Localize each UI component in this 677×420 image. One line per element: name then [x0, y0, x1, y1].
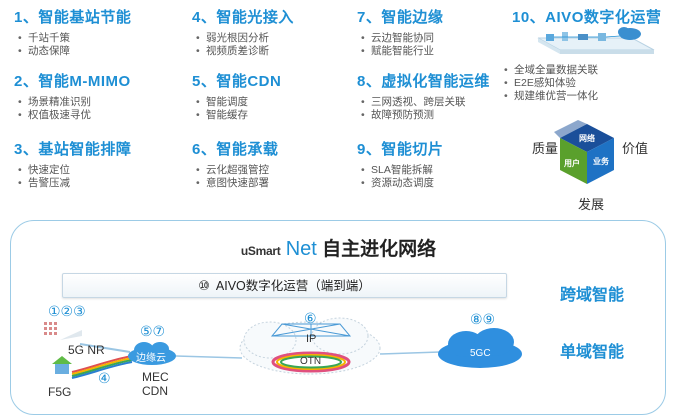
cube-label-value: 价值 — [622, 141, 649, 156]
section-8: 8、虚拟化智能运维 三网透视、跨层关联 故障预防预测 — [357, 70, 490, 122]
num-4: ④ — [98, 370, 111, 386]
cube-label-quality: 质量 — [532, 141, 559, 156]
list-item: 千站千策 — [14, 32, 131, 45]
panel-title-net: Net — [285, 238, 317, 260]
panel-title: uSmart Net 自主进化网络 — [0, 234, 677, 261]
list-item: 智能缓存 — [192, 109, 281, 122]
list-item: 视频质差诊断 — [192, 45, 294, 58]
cube-label-development: 发展 — [578, 197, 605, 212]
aivo-bar-number: ⑩ — [198, 278, 210, 293]
section-10: 10、AIVO数字化运营 — [512, 6, 661, 27]
list-item: 意图快速部署 — [192, 177, 278, 190]
section-title: 6、智能承载 — [192, 141, 279, 158]
otn-ring-icon — [271, 351, 351, 373]
list-item: 资源动态调度 — [357, 177, 443, 190]
cube-face-service: 业务 — [593, 156, 610, 166]
section-3: 3、基站智能排障 快速定位 告警压减 — [14, 138, 131, 190]
autonomous-network-panel — [10, 220, 666, 415]
list-item: 云化超强管控 — [192, 164, 278, 177]
cross-domain-label: 跨域智能 — [560, 287, 625, 304]
home-icon — [52, 356, 72, 374]
list-item: 弱光根因分析 — [192, 32, 294, 45]
section-2: 2、智能M-MIMO 场景精准识别 权值极速寻优 — [14, 70, 131, 122]
ip-mesh-icon — [270, 323, 352, 337]
list-item: 权值极速寻优 — [14, 109, 131, 122]
list-item: 告警压减 — [14, 177, 131, 190]
section-title: 4、智能光接入 — [192, 9, 294, 26]
label-ip: IP — [306, 333, 317, 345]
list-item: 规建维优营一体化 — [500, 90, 598, 103]
single-domain-label: 单域智能 — [560, 344, 625, 361]
aivo-platform-illustration — [537, 27, 655, 54]
label-5gc: 5GC — [470, 348, 491, 359]
section-title: 1、智能基站节能 — [14, 9, 132, 26]
section-title: 9、智能切片 — [357, 141, 444, 158]
panel-title-text: 自主进化网络 — [322, 239, 437, 260]
list-item: SLA智能拆解 — [357, 164, 443, 177]
list-item: E2E感知体验 — [500, 77, 598, 90]
section-title: 3、基站智能排障 — [14, 141, 132, 158]
label-5g-nr: 5G NR — [68, 343, 105, 357]
section-10-list: 全域全量数据关联 E2E感知体验 规建维优营一体化 — [500, 64, 598, 103]
section-title: 2、智能M-MIMO — [14, 73, 131, 90]
antenna-icon — [44, 322, 82, 340]
label-mec: MEC — [142, 370, 169, 384]
section-title: 7、智能边缘 — [357, 9, 444, 26]
num-6: ⑥ — [304, 310, 317, 326]
section-6: 6、智能承载 云化超强管控 意图快速部署 — [192, 138, 278, 190]
num-8-9: ⑧⑨ — [470, 311, 496, 327]
list-item: 赋能智能行业 — [357, 45, 443, 58]
value-cube-icon: 网络 用户 业务 — [554, 120, 614, 184]
cube-face-network: 网络 — [579, 133, 595, 143]
section-title: 5、智能CDN — [192, 73, 282, 90]
core-cloud-icon — [438, 328, 522, 368]
label-cdn: CDN — [142, 384, 168, 398]
section-4: 4、智能光接入 弱光根因分析 视频质差诊断 — [192, 6, 294, 58]
section-9: 9、智能切片 SLA智能拆解 资源动态调度 — [357, 138, 443, 190]
section-7: 7、智能边缘 云边智能协同 赋能智能行业 — [357, 6, 443, 58]
aivo-bar: ⑩ AIVO数字化运营（端到端） — [62, 273, 507, 298]
num-5-7: ⑤⑦ — [140, 323, 166, 339]
list-item: 三网透视、跨层关联 — [357, 96, 490, 109]
section-1: 1、智能基站节能 千站千策 动态保障 — [14, 6, 131, 58]
aivo-bar-text: AIVO数字化运营（端到端） — [215, 279, 371, 293]
list-item: 智能调度 — [192, 96, 281, 109]
section-title: 10、AIVO数字化运营 — [512, 9, 662, 26]
section-title: 8、虚拟化智能运维 — [357, 73, 490, 90]
list-item: 云边智能协同 — [357, 32, 443, 45]
label-edge-cloud: 边缘云 — [136, 353, 166, 364]
list-item: 场景精准识别 — [14, 96, 131, 109]
num-1-2-3: ①②③ — [48, 303, 86, 319]
usmart-logo: uSmart — [240, 244, 281, 258]
list-item: 动态保障 — [14, 45, 131, 58]
label-f5g: F5G — [48, 385, 72, 399]
edge-cloud-icon — [128, 342, 176, 365]
label-otn: OTN — [300, 356, 322, 367]
list-item: 快速定位 — [14, 164, 131, 177]
cube-face-user: 用户 — [563, 158, 580, 168]
network-topology — [44, 317, 522, 379]
section-5: 5、智能CDN 智能调度 智能缓存 — [192, 70, 281, 122]
list-item: 全域全量数据关联 — [500, 64, 598, 77]
list-item: 故障预防预测 — [357, 109, 490, 122]
